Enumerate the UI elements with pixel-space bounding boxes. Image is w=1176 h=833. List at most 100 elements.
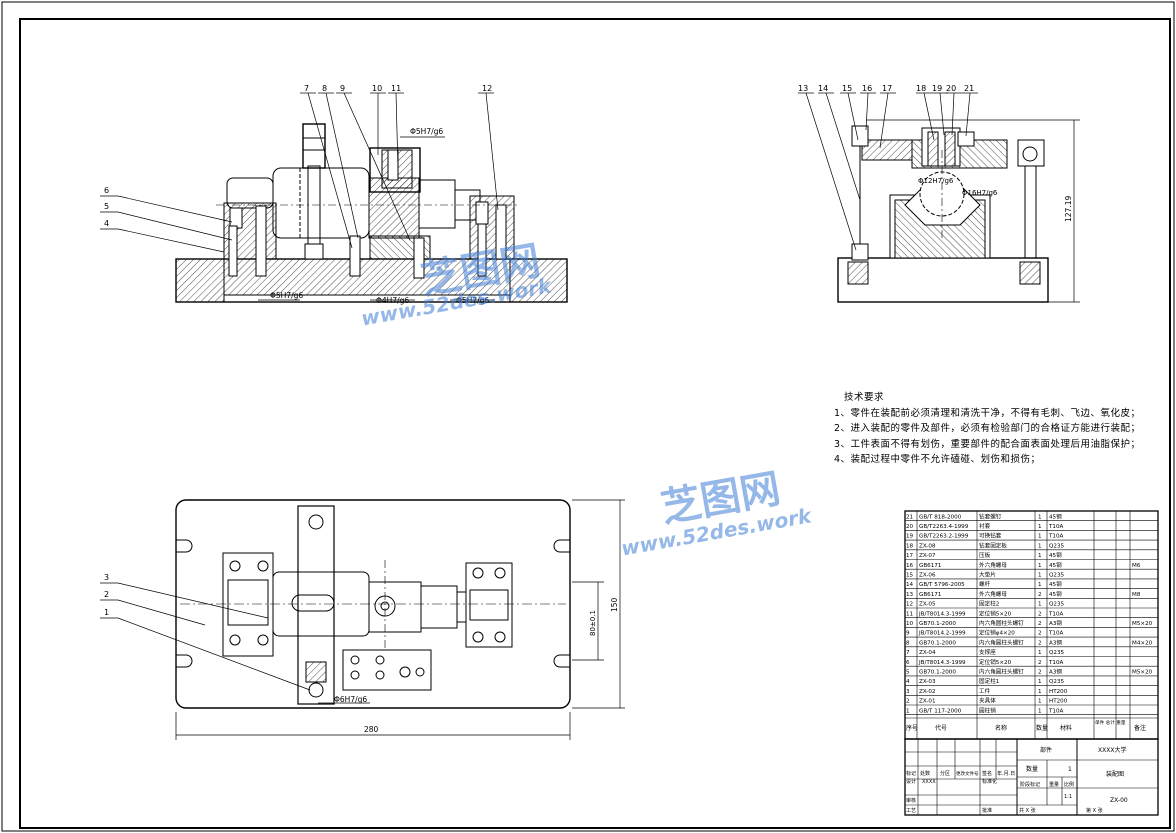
- bom-cell: 定位销5×20: [979, 658, 1012, 666]
- fit-dim-3: Φ4H7/g6: [376, 296, 409, 305]
- bom-cell: 1: [1038, 534, 1042, 540]
- bom-cell: 45钢: [1049, 551, 1062, 559]
- balloon-11: 11: [391, 84, 401, 93]
- drawing-name: 装配图: [1106, 770, 1124, 778]
- bom-cell: GB/T 818-2000: [919, 514, 962, 520]
- fit-dim-4: Φ5H7/g6: [456, 296, 489, 305]
- bom-cell: 1: [1038, 543, 1042, 549]
- side-view: [837, 125, 1049, 303]
- bom-cell: 2: [1038, 611, 1042, 617]
- top-balloon-labels: 3 2 1 Φ6H7/g6 280 150 80±0.1: [104, 573, 619, 734]
- bom-cell: 定位销φ4×20: [979, 629, 1015, 637]
- fit-dim-2: Φ5H7/g6: [410, 127, 443, 136]
- scale-label: 比例: [1064, 781, 1074, 788]
- bom-cell: 1: [1038, 524, 1042, 530]
- bom-cell: 21: [906, 514, 914, 520]
- bom-cell: HT200: [1049, 689, 1068, 695]
- bom-cell: GB6171: [919, 592, 942, 598]
- bom-header-weight: 单件 总计 重量: [1095, 719, 1126, 726]
- bom-cell: 19: [906, 534, 914, 540]
- balloon-15: 15: [842, 84, 852, 93]
- side-height-dim: 127.19: [1064, 196, 1073, 222]
- bom-cell: 1: [1038, 553, 1042, 559]
- bom-cell: GB/T2263.2-1999: [919, 534, 969, 540]
- tech-item-3: 3、工件表面不得有划伤，重要部件的配合面表面处理后用油脂保护；: [834, 438, 1141, 450]
- tech-item-2: 2、进入装配的零件及部件，必须有检验部门的合格证方能进行装配；: [834, 423, 1141, 434]
- bom-cell: 螺杆: [979, 580, 991, 588]
- tech-item-1: 1、零件在装配前必须清理和清洗干净，不得有毛刺、飞边、氧化皮；: [834, 407, 1141, 419]
- bom-cell: 15: [906, 573, 914, 579]
- balloon-5: 5: [104, 202, 109, 211]
- bom-cell: 45钢: [1049, 561, 1062, 569]
- bom-cell: 2: [1038, 660, 1042, 666]
- tech-item-4: 4、装配过程中零件不允许磕碰、划伤和损伤；: [834, 454, 1041, 465]
- bom-cell: A3钢: [1049, 619, 1062, 627]
- bom-cell: 1: [1038, 514, 1042, 520]
- balloon-8: 8: [322, 84, 327, 93]
- bom-cell: ZX-03: [919, 679, 936, 685]
- bom-cell: 1: [1038, 602, 1042, 608]
- bom-cell: 钻套固定板: [979, 541, 1007, 549]
- top-view: [175, 499, 571, 709]
- mark-label: 标记: [906, 770, 916, 777]
- top-width-dim: 280: [364, 725, 379, 734]
- bom-cell: 2: [1038, 631, 1042, 637]
- bom-cell: 内六角圆柱头螺钉: [979, 619, 1024, 627]
- fit-dim-1: Φ5H7/g6: [270, 291, 303, 300]
- side-balloon-labels: 13 14 15 16 17 18 19 20 21 Φ12H7/g6 Φ16H…: [798, 84, 1073, 222]
- bom-cell: 压板: [979, 551, 991, 559]
- title-block: [904, 738, 1159, 816]
- bom-cell: 内六角圆柱头螺钉: [979, 638, 1024, 646]
- top-height-dim: 150: [610, 597, 619, 612]
- bom-cell: HT200: [1049, 699, 1068, 705]
- bom-cell: 6: [906, 660, 910, 666]
- bom-cell: A3钢: [1049, 668, 1062, 676]
- bom-cell: 7: [906, 650, 910, 656]
- tech-title: 技术要求: [844, 392, 885, 403]
- bom-cell: ZX-06: [919, 573, 936, 579]
- bom-cell: Q235: [1049, 543, 1065, 549]
- balloon-1: 1: [104, 608, 109, 617]
- balloon-20: 20: [946, 84, 956, 93]
- bom-cell: ZX-04: [919, 650, 936, 656]
- bom-cell: 2: [1038, 640, 1042, 646]
- date-label: 年.月.日: [997, 770, 1015, 777]
- bom-cell: 17: [906, 553, 914, 559]
- bom-cell: 11: [906, 611, 914, 617]
- bom-cell: Q235: [1049, 650, 1065, 656]
- bom-cell: 大垫片: [979, 571, 996, 579]
- bom-cell: 固定柱2: [979, 600, 999, 608]
- bom-cell: 夹具体: [979, 697, 996, 705]
- bom-cell: M8: [1132, 592, 1141, 598]
- bom-cell: 5: [906, 670, 910, 676]
- bom-cell: JB/T8014.3-1999: [918, 660, 966, 666]
- bom-cell: 1: [1038, 699, 1042, 705]
- side-fit-2: Φ16H7/g6: [962, 189, 998, 197]
- bom-header-qty: 数量: [1036, 724, 1048, 732]
- bom-cell: Q235: [1049, 602, 1065, 608]
- bom-cell: Q235: [1049, 679, 1065, 685]
- balloon-2: 2: [104, 590, 109, 599]
- bom-cell: GB70.1-2000: [919, 640, 956, 646]
- sheet-number: 第 X 张: [1086, 807, 1103, 814]
- bom-cell: GB6171: [919, 563, 942, 569]
- bom-cell: T10A: [1048, 611, 1064, 617]
- title-block-text: 部件 XXXX大学 装配图 ZX-00 数量 1 阶段标记 重量 比例 1:1 …: [906, 746, 1128, 814]
- inner-border: [19, 18, 1171, 829]
- count-label: 数量: [1026, 765, 1038, 773]
- balloon-9: 9: [340, 84, 345, 93]
- stage-label: 阶段标记: [1020, 781, 1040, 788]
- bom-cell: GB70.1-2000: [919, 670, 956, 676]
- design-name: XXXX: [922, 779, 936, 785]
- bom-cell: GB70.1-2000: [919, 621, 956, 627]
- bom-cell: 14: [906, 582, 914, 588]
- balloon-6: 6: [104, 186, 109, 195]
- sheet-total: 共 X 张: [1019, 807, 1036, 814]
- bom-cell: T10A: [1048, 708, 1064, 714]
- balloon-7: 7: [304, 84, 309, 93]
- bom-cell: 1: [1038, 679, 1042, 685]
- bom-cell: 45钢: [1049, 512, 1062, 520]
- bom-cell: T10A: [1048, 524, 1064, 530]
